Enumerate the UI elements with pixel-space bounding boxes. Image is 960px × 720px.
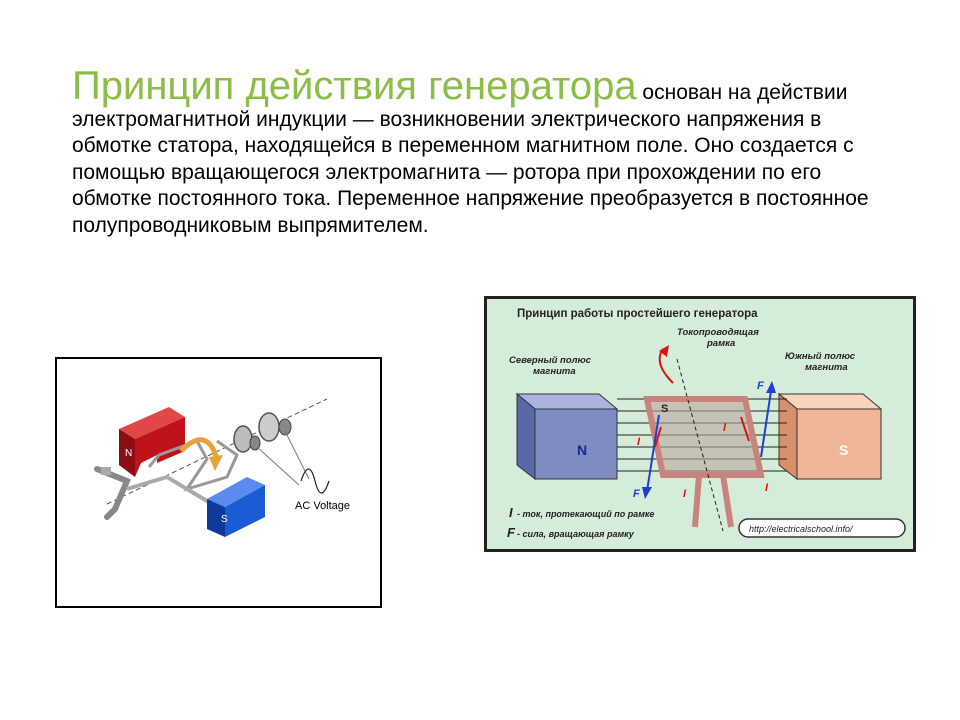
current-arrow-1: [654, 426, 662, 448]
frame-lead-2: [720, 474, 734, 528]
frame-s-letter: S: [661, 403, 668, 415]
south-pole-letter: S: [839, 442, 848, 458]
south-magnet-top: [207, 477, 265, 507]
force-arrow-down: [646, 414, 660, 492]
slip-ring-2: [258, 412, 280, 442]
current-arrow-2: [740, 416, 750, 442]
force-arrow-up: [760, 390, 772, 458]
south-block-front: [796, 408, 882, 480]
conductor-label-1: Токопроводящая: [677, 327, 759, 338]
generator-illustration-svg: N S AC Voltage: [94, 398, 350, 537]
legend-i-text: - ток, протекающий по рамке: [517, 509, 654, 519]
slide-text: Принцип действия генератора основан на д…: [72, 66, 872, 239]
south-magnet-side: [207, 499, 225, 537]
current-label-1: I: [637, 436, 641, 448]
ac-voltage-label: AC Voltage: [295, 500, 350, 512]
conducting-frame: [643, 396, 765, 478]
frame-axis: [676, 358, 724, 532]
diagram-title: Принцип работы простейшего генератора: [517, 308, 758, 320]
rotation-arrow-curve: [179, 437, 220, 460]
sine-wave: [300, 468, 330, 494]
pole-s-label: S: [221, 514, 228, 525]
url-badge: [738, 518, 906, 538]
url-text: http://electricalschool.info/: [749, 524, 854, 534]
north-magnet-top: [119, 407, 185, 439]
generator-illustration: N S AC Voltage: [55, 357, 382, 608]
slide-title: Принцип действия генератора: [72, 64, 637, 108]
north-magnet-side: [119, 429, 135, 477]
brush-2: [249, 435, 261, 451]
pole-n-label: N: [125, 448, 132, 459]
north-block-side: [516, 392, 536, 481]
legend-i-symbol: I: [509, 505, 513, 520]
north-label-2: магнита: [533, 366, 576, 377]
south-label-2: магнита: [805, 362, 848, 373]
crank-knob: [101, 467, 111, 475]
slide-body: основан на действии электромагнитной инд…: [72, 81, 869, 237]
force-label-bottom: F: [633, 488, 640, 500]
rotation-arrow-head: [659, 345, 669, 357]
north-pole-letter: N: [577, 442, 587, 458]
south-magnet-front: [225, 485, 265, 537]
current-label-2: I: [723, 422, 727, 434]
legend-f-text: - сила, вращающая рамку: [517, 529, 635, 539]
force-arrow-down-head: [642, 487, 652, 499]
force-label-top: F: [757, 380, 764, 392]
slip-ring-1: [233, 425, 253, 453]
north-magnet-front: [135, 417, 185, 477]
crank-handle: [94, 466, 131, 520]
generator-principle-diagram: Принцип работы простейшего генератора То…: [484, 296, 916, 552]
brush-1: [278, 418, 292, 436]
lead-2: [256, 446, 300, 486]
north-label-1: Северный полюс: [509, 355, 592, 366]
current-label-3: I: [683, 488, 687, 500]
north-block-front: [534, 408, 618, 480]
principle-diagram-svg: Принцип работы простейшего генератора То…: [487, 299, 913, 549]
current-label-4: I: [765, 482, 769, 494]
wire-loop: [147, 439, 239, 492]
legend-f-symbol: F: [507, 525, 516, 540]
conductor-label-2: рамка: [706, 338, 735, 349]
force-arrow-up-head: [766, 381, 776, 393]
south-label-1: Южный полюс: [785, 351, 856, 362]
south-block-side: [778, 392, 798, 481]
frame-lead-1: [692, 474, 702, 528]
rotation-arrow-head: [209, 455, 223, 471]
